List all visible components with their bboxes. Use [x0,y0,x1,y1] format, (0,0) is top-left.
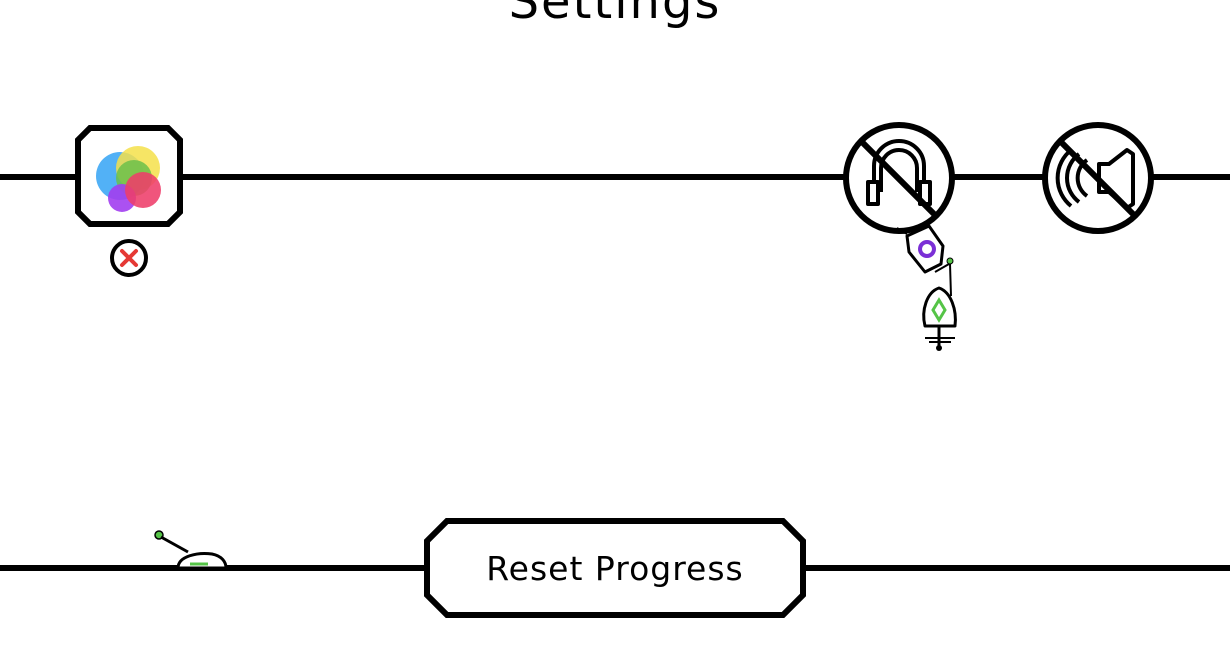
music-toggle-button[interactable] [840,120,958,236]
status-badge [110,239,148,277]
red-x-icon [120,249,138,267]
strike-line [1058,139,1138,219]
headphones-icon [866,139,932,206]
strike-line [859,139,939,219]
game-center-button[interactable] [72,124,186,230]
game-center-icon [96,146,161,212]
hanging-bug-creatures [896,224,957,351]
page-title: Settings [508,0,722,30]
peeking-bug-creature [154,530,228,570]
reset-progress-button-frame[interactable] [423,517,807,619]
sound-toggle-button[interactable] [1039,120,1157,236]
reset-progress-button[interactable]: Reset Progress [486,548,744,588]
top-track-line [0,174,1230,180]
